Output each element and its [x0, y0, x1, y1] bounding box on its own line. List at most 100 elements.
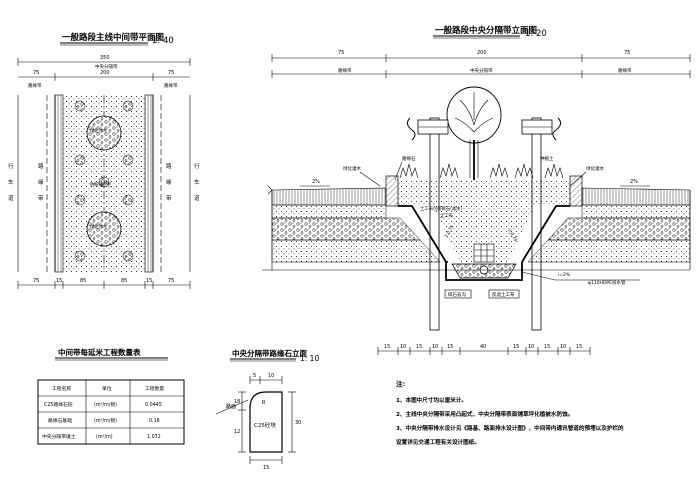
plan-side-l1-0: 行	[8, 162, 14, 170]
guardrail-post-left	[406, 117, 449, 331]
note-4: 设置详见交通工程有关设计图纸。	[396, 438, 480, 446]
curb-label: C25砼块	[254, 421, 276, 429]
table-cell-0-2: 0.0445	[145, 402, 162, 408]
plan-curb-left-label: 路缘带	[28, 82, 42, 89]
section-curbstone-label: 路缘石	[402, 155, 416, 162]
plan-dim-top-1: 200	[100, 70, 110, 76]
notes-heading: 注:	[396, 379, 405, 388]
curb-dim-2: R	[262, 400, 266, 406]
plan-dim-top-0: 75	[33, 70, 39, 76]
table-header-1: 单位	[102, 385, 112, 392]
section-left-plant-label: 绿化灌木	[343, 165, 361, 172]
table-cell-2-0: 中央分隔带填土	[42, 433, 76, 440]
quantity-table: 中间带每延米工程数量表 工程名称 单位 工程数量 C25路缘石砼 (m³/m/侧…	[37, 347, 185, 445]
plan-title: 一般路段主线中间带平面图	[62, 32, 164, 43]
section-dim-bot-4: 15	[447, 344, 453, 350]
curb-title: 中央分隔带路缘石立面	[232, 348, 307, 358]
pavement-right	[527, 187, 691, 263]
curb-detail: 中央分隔带路缘石立面 1: 10 C25砼块 路面 5 10 R 18 12 3…	[215, 348, 319, 471]
curb-dim-6: 15	[263, 465, 269, 471]
section-gravel-label: 碎石盲沟	[448, 291, 466, 298]
section-curb-left-label: 路缘带	[338, 67, 352, 74]
section-slope-left: 2%	[312, 179, 320, 185]
section-dim-bot-8: 15	[544, 344, 550, 350]
section-dim-top-2: 75	[624, 50, 630, 56]
table-title: 中间带每延米工程数量表	[58, 347, 141, 357]
plan-dim-bot-0: 75	[33, 278, 39, 284]
plan-side-r1-2: 带	[166, 195, 172, 202]
curb-side-label: 路面	[226, 403, 236, 410]
plan-tree-label-1: 绿化乔木	[90, 127, 108, 134]
table-header-0: 工程名称	[52, 385, 71, 392]
table-cell-1-0: 路缘石基础	[48, 417, 72, 424]
plan-side-r1-1: 缘	[166, 178, 172, 186]
plan-side-l2-1: 缘	[38, 178, 44, 186]
curb-dim-1: 10	[268, 373, 274, 379]
section-dim-bot-5: 40	[480, 344, 486, 350]
section-slope-right: 2%	[630, 179, 638, 185]
section-dim-bot-6: 15	[513, 344, 519, 350]
section-dim-bot-1: 10	[400, 344, 406, 350]
section-scale: 1: 20	[525, 29, 547, 39]
plan-side-r2-1: 车	[194, 178, 200, 186]
curb-dim-5: 30	[295, 420, 301, 426]
plan-dim-bot-5: 75	[168, 278, 174, 284]
section-shrubs	[399, 163, 564, 179]
plan-tree-1: 绿化乔木	[86, 115, 122, 151]
section-drain-slope: i=2%	[558, 272, 571, 278]
note-2: 2、主线中央分隔带采用凸起式，中央分隔带表面铺草坪化植被水防蚀。	[396, 410, 573, 418]
table-cell-2-1: (m³/m)	[96, 434, 113, 440]
plan-side-l2-2: 带	[38, 195, 44, 202]
section-dim-top-0: 75	[338, 50, 344, 56]
notes: 注: 1、本图中尺寸均以厘米计。 2、主线中央分隔带采用凸起式，中央分隔带表面铺…	[396, 379, 624, 446]
section-dim-top-1: 200	[477, 50, 487, 56]
plan-dim-total: 350	[100, 55, 110, 61]
plan-dim-top-2: 75	[168, 70, 174, 76]
section-dim-bot-2: 15	[416, 344, 422, 350]
plan-tree-2: 绿化乔木	[86, 211, 122, 247]
note-1: 1、本图中尺寸均以厘米计。	[396, 396, 467, 404]
table-cell-1-2: 0.16	[149, 418, 160, 424]
curb-scale: 1: 10	[300, 354, 319, 363]
plan-median-label: 中央分隔带	[95, 63, 118, 70]
plan-tree-label-2: 绿化乔木	[90, 223, 108, 230]
curb-dim-0: 5	[253, 373, 256, 379]
plan-side-r1-0: 路	[166, 162, 172, 170]
table-cell-1-1: (m³/m/侧)	[94, 417, 117, 424]
section-dim-bot-7: 10	[528, 344, 534, 350]
plan-side-l1-2: 道	[8, 194, 14, 202]
table-header-2: 工程数量	[145, 385, 164, 392]
section-dim-bot-10: 15	[576, 344, 582, 350]
table-cell-2-2: 1.072	[147, 434, 161, 440]
plan-mid-label: 防眩植护栏	[90, 181, 112, 188]
pavement-left	[271, 187, 441, 263]
section-dim-bot-0: 15	[384, 344, 390, 350]
curb-dim-3: 18	[234, 399, 240, 405]
section-fabric2-label: 土工布	[440, 212, 454, 219]
plan-dim-bot-4: 15	[146, 278, 152, 284]
plan-view: 一般路段主线中间带平面图 1: 40 350 75 200 75 中央分隔带 路…	[8, 32, 200, 289]
section-topsoil-label: 种植土	[540, 155, 554, 162]
section-view: 一般路段中央分隔带立面图 1: 20 75 200 75 路缘带 中央分隔带 路…	[262, 25, 691, 355]
curb-dim-4: 12	[234, 429, 240, 435]
table-cell-0-0: C25路缘石砼	[44, 401, 73, 408]
section-base-label: 反滤土工布	[492, 291, 515, 298]
note-3: 3、中央分隔带排水设计见《路基、路面排水设计图》，中间带内通讯管道的预埋以及护栏…	[396, 424, 624, 432]
plan-side-l2-0: 路	[38, 162, 44, 170]
plan-dim-bot-2: 85	[80, 278, 86, 284]
plan-side-l1-1: 车	[8, 178, 14, 186]
section-title: 一般路段中央分隔带立面图	[435, 25, 537, 36]
section-tree	[446, 86, 502, 180]
section-dim-bot-3: 10	[432, 344, 438, 350]
plan-side-r2-2: 道	[194, 194, 200, 202]
section-right-plant-label: 绿化灌木	[586, 165, 604, 172]
plan-scale: 1: 40	[152, 36, 174, 46]
plan-dim-bot-3: 85	[121, 278, 127, 284]
plan-side-r2-0: 行	[194, 162, 200, 170]
section-curb-right-label: 路缘带	[618, 67, 632, 74]
section-fabric-label: 土工布包裹碎石(滤水)	[420, 205, 462, 212]
section-median-label: 中央分隔带	[470, 67, 493, 74]
section-dim-bot-9: 10	[560, 344, 566, 350]
plan-curb-right-label: 路缘带	[164, 82, 178, 89]
